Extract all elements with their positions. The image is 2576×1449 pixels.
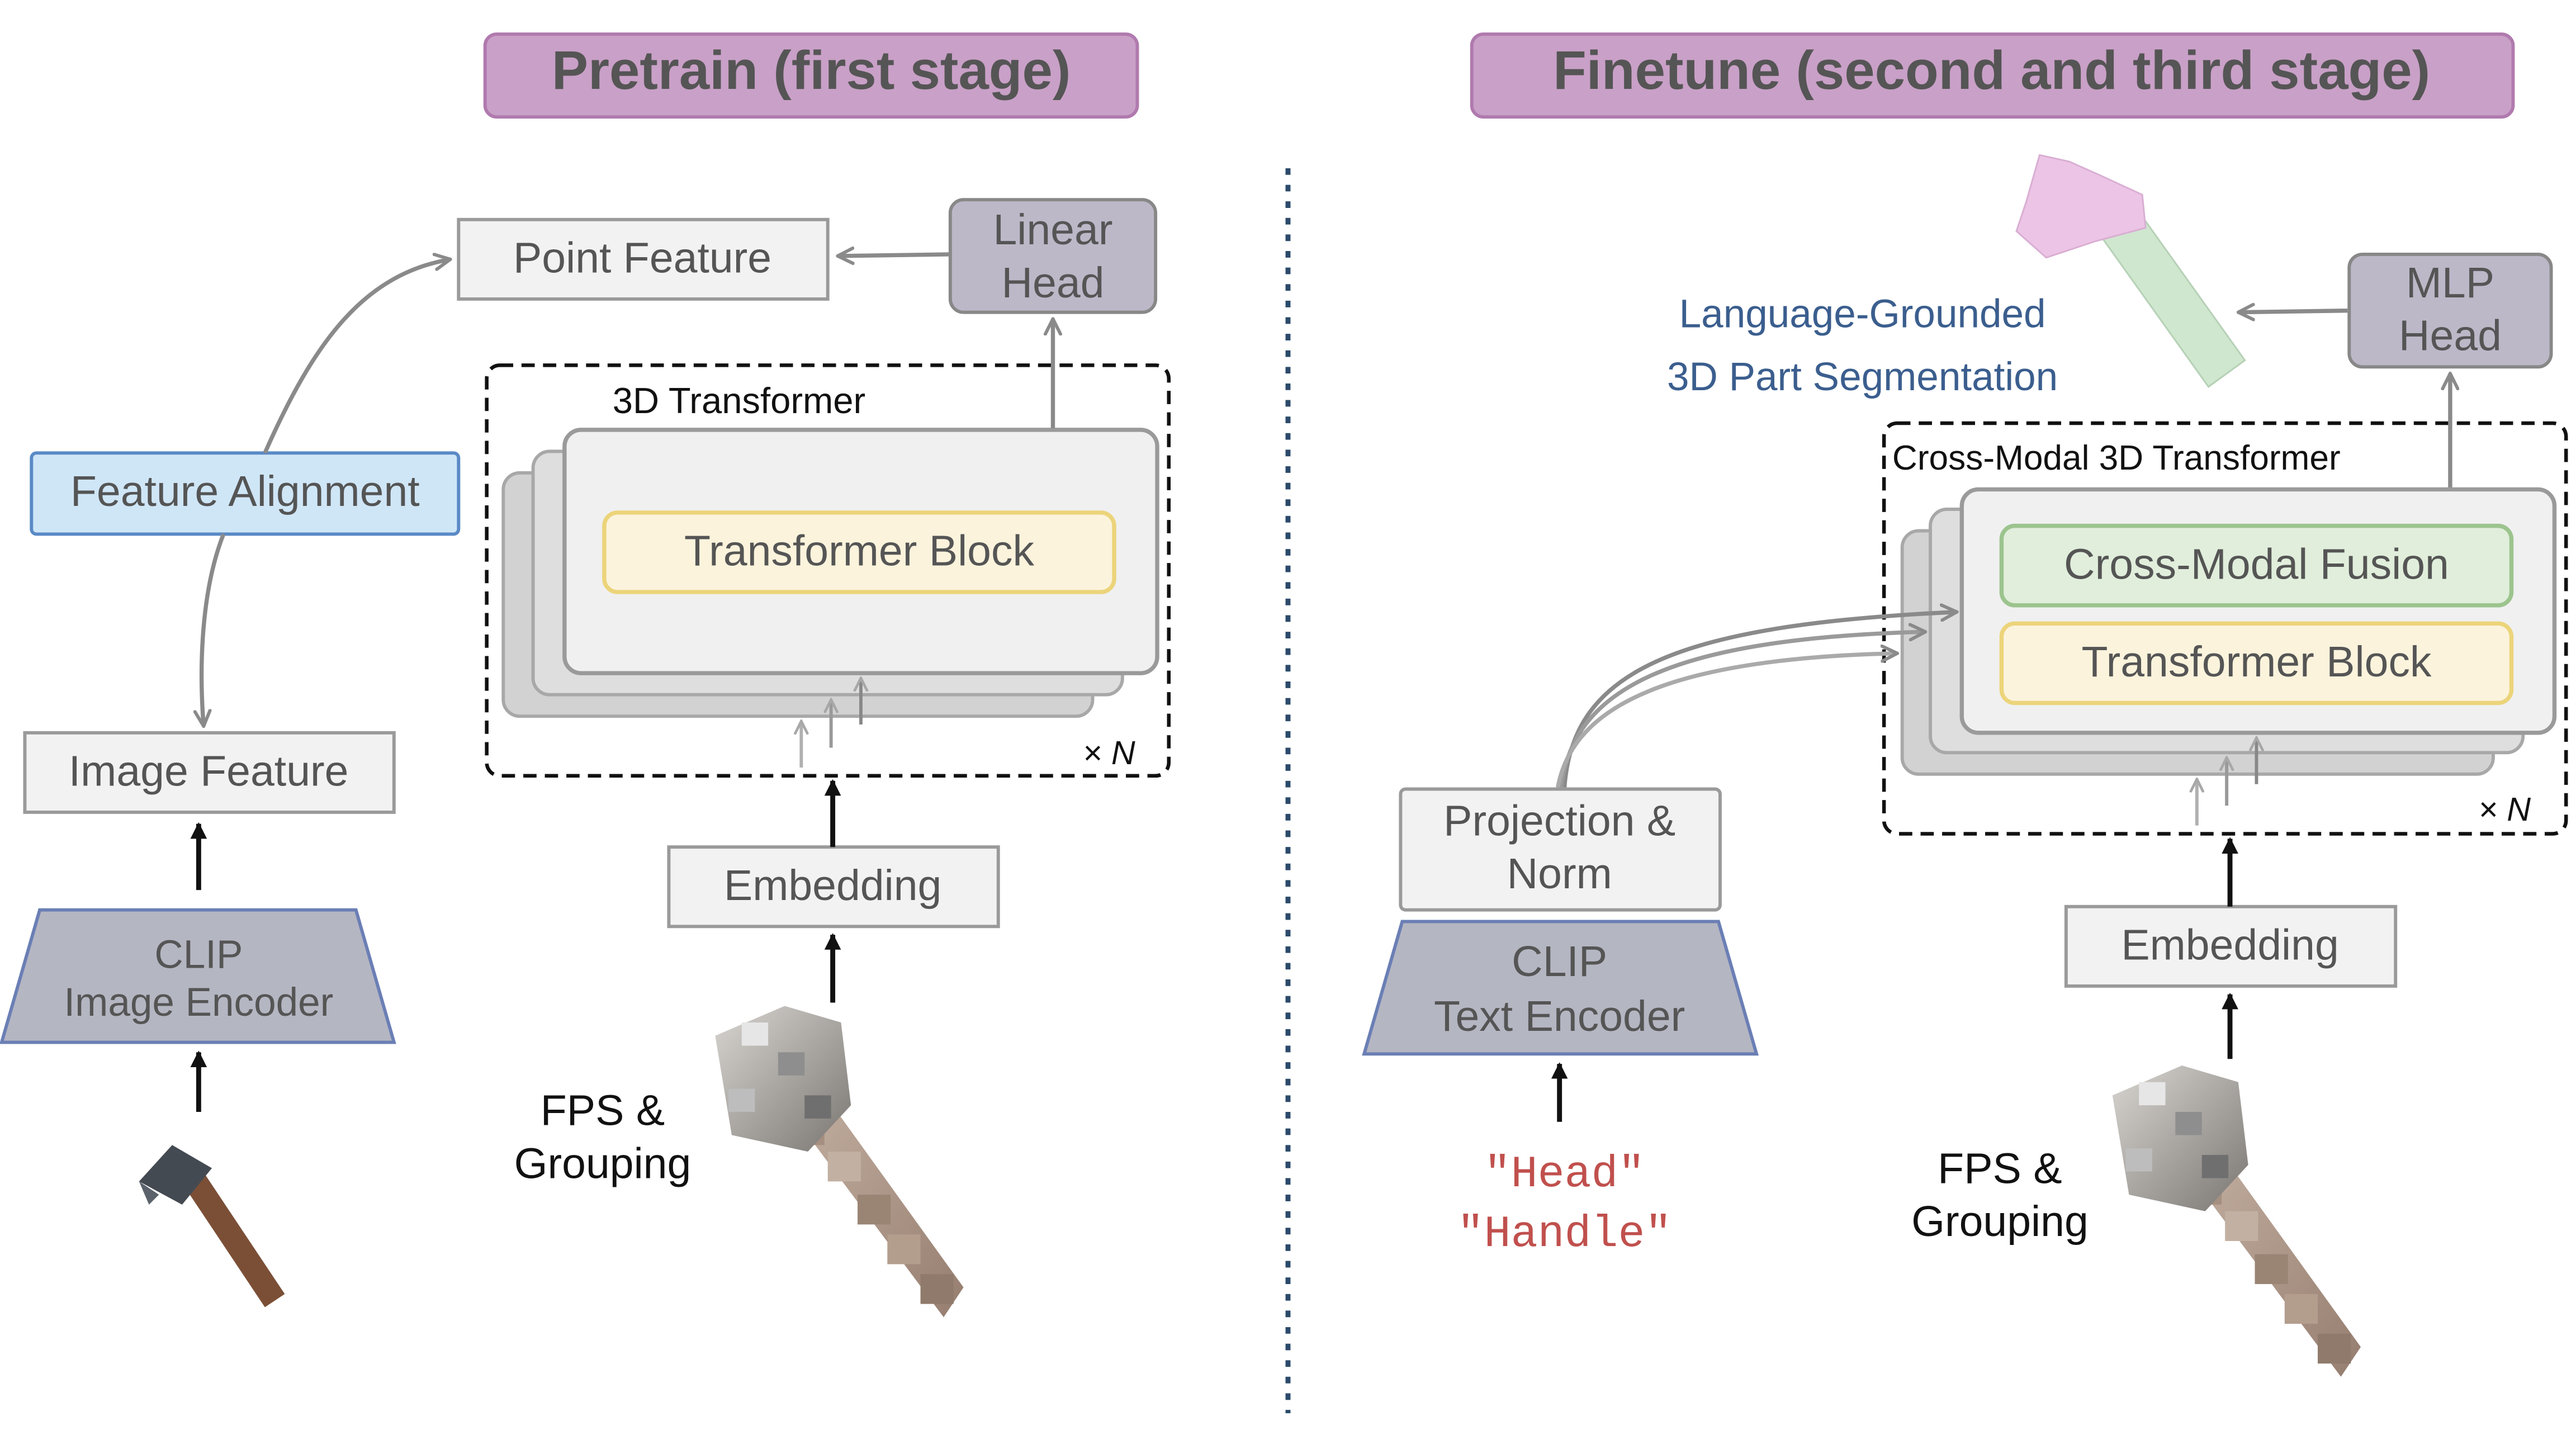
transformer-group-label: 3D Transformer — [613, 380, 866, 421]
clip-text-encoder-label-1: CLIP — [1512, 937, 1607, 986]
pretrain-panel: Pretrain (first stage) Point Feature Lin… — [0, 32, 1171, 1318]
finetune-stage-title: Finetune (second and third stage) — [1553, 40, 2430, 101]
fps-label-2: Grouping — [514, 1139, 692, 1187]
embedding-label-right: Embedding — [2121, 921, 2338, 969]
embedding-label: Embedding — [724, 861, 941, 910]
point-cloud-hammer-image — [715, 1006, 964, 1318]
clip-text-encoder-label-2: Text Encoder — [1434, 992, 1685, 1040]
feature-alignment-box — [30, 451, 461, 536]
point-feature-label: Point Feature — [513, 234, 771, 282]
arrow-linear-to-point — [837, 254, 950, 256]
query-handle-text: "Handle" — [1457, 1209, 1672, 1260]
linear-head-label-1: Linear — [993, 206, 1112, 254]
repeat-label: × N — [1083, 734, 1135, 771]
image-feature-label: Image Feature — [69, 747, 349, 795]
point-cloud-hammer-image-right — [2112, 1066, 2361, 1377]
transformer-group-frame — [485, 363, 1171, 778]
arrow-text-to-layer-front — [1562, 612, 1957, 788]
arrow-mlp-to-output — [2238, 311, 2348, 312]
clip-image-encoder-box — [0, 908, 396, 1044]
fps-label-1: FPS & — [541, 1087, 665, 1135]
segmented-hammer-image — [2015, 154, 2246, 388]
output-label-1: Language-Grounded — [1679, 292, 2046, 336]
embedding-box — [667, 845, 1000, 929]
mlp-head-label-1: MLP — [2406, 259, 2494, 307]
projection-norm-label-2: Norm — [1507, 850, 1612, 898]
pretrain-stage-banner — [483, 32, 1139, 119]
fps-label-right-2: Grouping — [1911, 1197, 2089, 1246]
pretrain-stage-title: Pretrain (first stage) — [552, 40, 1071, 101]
projection-norm-box — [1399, 787, 1722, 912]
arrow-alignment-to-image-feature — [202, 533, 226, 726]
point-feature-box — [457, 217, 830, 301]
transformer-block-label-right: Transformer Block — [2081, 638, 2431, 686]
transformer-block-box — [602, 510, 1116, 594]
query-head-text: "Head" — [1484, 1149, 1645, 1200]
linear-head-label-2: Head — [1001, 259, 1104, 307]
cross-modal-group-frame — [1882, 421, 2568, 836]
arrow-text-to-layer-back — [1556, 654, 1897, 788]
finetune-stage-banner — [1470, 32, 2515, 119]
transformer-block-box-right — [1999, 621, 2514, 705]
feature-alignment-label: Feature Alignment — [70, 467, 420, 515]
output-label-2: 3D Part Segmentation — [1667, 355, 2058, 399]
arrow-alignment-to-point-feature — [263, 259, 451, 454]
mlp-head-label-2: Head — [2399, 312, 2502, 360]
repeat-label-right: × N — [2478, 790, 2531, 828]
cross-modal-group-label: Cross-Modal 3D Transformer — [1892, 439, 2341, 477]
projection-norm-label-1: Projection & — [1443, 797, 1675, 845]
cross-modal-fusion-label: Cross-Modal Fusion — [2064, 540, 2449, 588]
cross-modal-fusion-box — [1999, 523, 2514, 608]
fps-label-right-1: FPS & — [1938, 1144, 2062, 1192]
hammer-image — [139, 1145, 285, 1308]
finetune-panel: Finetune (second and third stage) Langua… — [1362, 32, 2568, 1377]
transformer-block-label: Transformer Block — [684, 527, 1034, 575]
mlp-head-box — [2347, 252, 2553, 369]
clip-text-encoder-box — [1362, 920, 1759, 1056]
embedding-box-right — [2064, 905, 2398, 988]
clip-image-encoder-label-2: Image Encoder — [64, 981, 333, 1025]
image-feature-box — [23, 731, 396, 814]
clip-image-encoder-label-1: CLIP — [154, 932, 243, 977]
